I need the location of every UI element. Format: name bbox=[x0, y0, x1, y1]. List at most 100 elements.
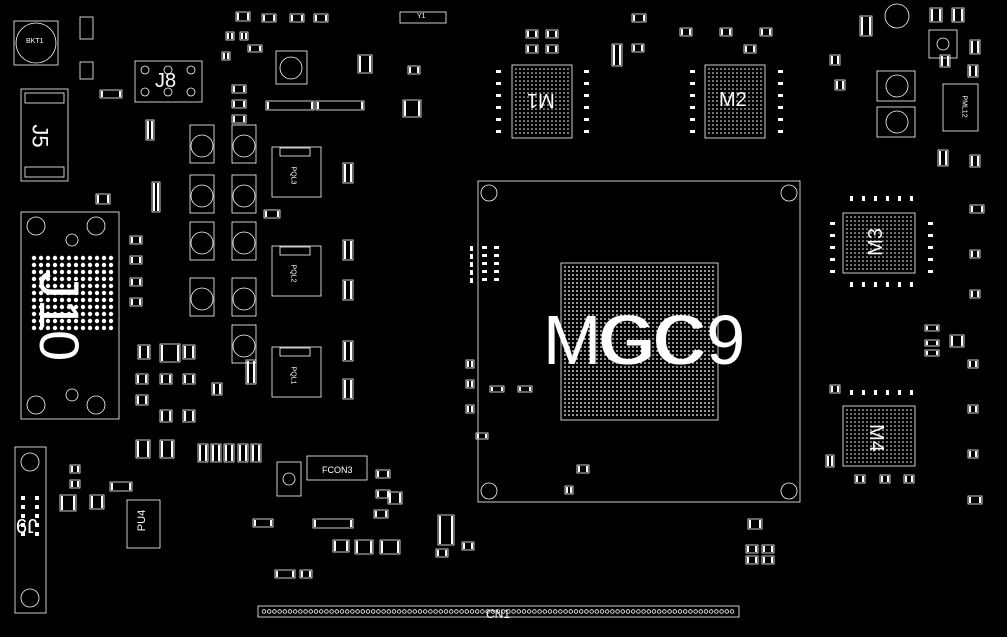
mgc9-bga-ball bbox=[660, 314, 662, 316]
mgc9-bga-ball bbox=[664, 314, 666, 316]
j10-pin bbox=[59, 255, 65, 261]
j10-pin bbox=[108, 276, 114, 282]
small-part bbox=[79, 61, 94, 80]
passive-component-pad bbox=[258, 445, 260, 461]
m1-chip-ball bbox=[539, 108, 541, 110]
mgc9-corner-hole bbox=[480, 184, 498, 202]
m2-chip-ball bbox=[744, 100, 746, 102]
mgc9-bga-ball bbox=[656, 390, 658, 392]
m3-chip-ball bbox=[870, 232, 872, 234]
m3-chip-ball bbox=[870, 256, 872, 258]
mgc9-bga-ball bbox=[672, 326, 674, 328]
mgc9-bga-ball bbox=[652, 274, 654, 276]
mgc9-bga-ball bbox=[620, 314, 622, 316]
mgc9-bga-ball bbox=[636, 298, 638, 300]
mgc9-bga-ball bbox=[584, 354, 586, 356]
m1-chip-ball bbox=[531, 68, 533, 70]
mgc9-bga-ball bbox=[692, 330, 694, 332]
cn1-pin bbox=[719, 609, 724, 614]
cn1-pin bbox=[475, 609, 480, 614]
m3-chip-ball bbox=[882, 236, 884, 238]
mgc9-bga-ball bbox=[712, 330, 714, 332]
m1-chip-ball bbox=[535, 116, 537, 118]
mgc9-bga-ball bbox=[580, 378, 582, 380]
m1-chip-ball bbox=[567, 124, 569, 126]
mgc9-bga-ball bbox=[612, 314, 614, 316]
passive-component-pad bbox=[292, 571, 294, 577]
cn1-pin bbox=[381, 609, 386, 614]
m1-chip-ball bbox=[547, 120, 549, 122]
m1-chip-ball bbox=[535, 128, 537, 130]
m3-chip-ball bbox=[850, 216, 852, 218]
mgc9-bga-ball bbox=[660, 342, 662, 344]
mgc9-bga-ball bbox=[600, 358, 602, 360]
mgc9-bga-ball bbox=[612, 274, 614, 276]
mgc9-bga-ball bbox=[640, 294, 642, 296]
m3-chip-ball bbox=[862, 224, 864, 226]
mgc9-bga-ball bbox=[572, 298, 574, 300]
mgc9-bga-ball bbox=[620, 354, 622, 356]
m1-chip-ball bbox=[555, 92, 557, 94]
mgc9-bga-ball bbox=[632, 390, 634, 392]
m1-chip-ball bbox=[527, 68, 529, 70]
mgc9-bga-ball bbox=[692, 286, 694, 288]
mgc9-bga-ball bbox=[672, 358, 674, 360]
mgc9-bga-ball bbox=[700, 278, 702, 280]
m2-chip-ball bbox=[752, 124, 754, 126]
mgc9-bga-ball bbox=[672, 322, 674, 324]
m3-chip-ball bbox=[866, 236, 868, 238]
mgc9-bga-ball bbox=[668, 370, 670, 372]
mgc9-bga-ball bbox=[712, 378, 714, 380]
mgc9-bga-ball bbox=[700, 270, 702, 272]
j10-pin bbox=[66, 276, 72, 282]
m1-chip-ball bbox=[543, 112, 545, 114]
mgc9-bga-ball bbox=[688, 266, 690, 268]
m3-chip-ball bbox=[882, 232, 884, 234]
mgc9-bga-ball bbox=[712, 278, 714, 280]
mgc9-bga-ball bbox=[688, 314, 690, 316]
m2-chip-ball bbox=[732, 96, 734, 98]
mgc9-bga-ball bbox=[600, 350, 602, 352]
mgc9-bga-ball bbox=[620, 346, 622, 348]
m4-chip-ball bbox=[886, 441, 888, 443]
m4-chip-ball bbox=[854, 413, 856, 415]
mgc9-bga-ball bbox=[664, 274, 666, 276]
mgc9-bga-ball bbox=[572, 282, 574, 284]
mgc9-bga-ball bbox=[596, 278, 598, 280]
mgc9-bga-ball bbox=[600, 398, 602, 400]
mgc9-bga-ball bbox=[676, 302, 678, 304]
mgc9-bga-ball bbox=[632, 266, 634, 268]
mgc9-bga-ball bbox=[672, 318, 674, 320]
m1-chip-ball bbox=[547, 68, 549, 70]
j10-pin bbox=[31, 262, 37, 268]
m3-chip-ball bbox=[854, 240, 856, 242]
m4-chip-ball bbox=[870, 417, 872, 419]
mgc9-bga-ball bbox=[572, 294, 574, 296]
passive-component-pad bbox=[547, 31, 549, 37]
passive-component-pad bbox=[939, 9, 941, 21]
mgc9-bga-ball bbox=[664, 298, 666, 300]
mgc9-bga-ball bbox=[680, 386, 682, 388]
decoupling-cap bbox=[886, 282, 889, 287]
passive-component-pad bbox=[101, 496, 103, 508]
cn1-pin bbox=[386, 609, 391, 614]
mgc9-bga-ball bbox=[668, 322, 670, 324]
passive-component-pad bbox=[887, 476, 889, 482]
passive-component bbox=[719, 27, 733, 37]
m2-chip-ball bbox=[748, 84, 750, 86]
mgc9-bga-ball bbox=[596, 406, 598, 408]
mgc9-bga-ball bbox=[704, 330, 706, 332]
mgc9-bga-ball bbox=[660, 266, 662, 268]
mgc9-bga-ball bbox=[572, 370, 574, 372]
passive-component bbox=[437, 514, 455, 546]
mgc9-bga-ball bbox=[684, 306, 686, 308]
mgc9-bga-ball bbox=[640, 362, 642, 364]
mgc9-bga-ball bbox=[620, 382, 622, 384]
mgc9-bga-ball bbox=[564, 382, 566, 384]
j10-mount-hole bbox=[86, 395, 106, 415]
m2-chip-ball bbox=[728, 84, 730, 86]
m1-chip-ball bbox=[531, 116, 533, 118]
cn1-pin bbox=[501, 609, 506, 614]
mgc9-bga-ball bbox=[648, 370, 650, 372]
